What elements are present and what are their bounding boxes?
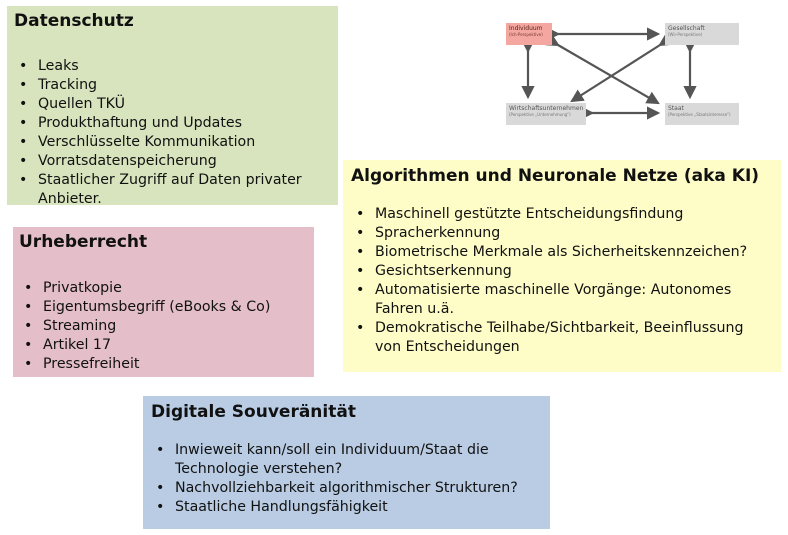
node-label: Wirtschaftsunternehmen (509, 105, 584, 112)
list-item: Biometrische Merkmale als Sicherheitsken… (351, 243, 773, 262)
urheberrecht-box: Urheberrecht Privatkopie Eigentumsbegrif… (13, 227, 314, 377)
list-item: Gesichtserkennung (351, 262, 773, 281)
list-item: Leaks (14, 57, 330, 76)
ki-list: Maschinell gestützte Entscheidungsfindun… (351, 205, 773, 357)
node-wirtschaftsunternehmen: Wirtschaftsunternehmen (Perspektive „Unt… (506, 103, 586, 125)
stakeholder-diagram: Individuum (Ich-Perspektive) Gesellschaf… (500, 15, 745, 127)
node-label: Staat (668, 105, 684, 112)
node-gesellschaft: Gesellschaft (Wir-Perspektive) (665, 23, 739, 45)
list-item: Automatisierte maschinelle Vorgänge: Aut… (351, 281, 773, 319)
list-item: Quellen TKÜ (14, 95, 330, 114)
arrow-gesellschaft-wirtschaft (570, 33, 673, 103)
node-sublabel: (Wir-Perspektive) (668, 32, 703, 37)
list-item: Verschlüsselte Kommunikation (14, 133, 330, 152)
arrow-individuum-staat (545, 33, 660, 105)
datenschutz-title: Datenschutz (14, 11, 134, 31)
list-item: Staatlicher Zugriff auf Daten privater A… (14, 171, 330, 209)
list-item: Produkthaftung und Updates (14, 114, 330, 133)
node-sublabel: (Perspektive „Staatsinteresse") (668, 112, 731, 117)
ki-box: Algorithmen und Neuronale Netze (aka KI)… (343, 160, 781, 372)
node-staat: Staat (Perspektive „Staatsinteresse") (665, 103, 739, 125)
node-individuum: Individuum (Ich-Perspektive) (506, 23, 552, 45)
ki-title: Algorithmen und Neuronale Netze (aka KI) (351, 166, 760, 186)
list-item: Inwieweit kann/soll ein Individuum/Staat… (151, 441, 542, 479)
node-sublabel: (Ich-Perspektive) (509, 32, 543, 37)
list-item: Nachvollziehbarkeit algorithmischer Stru… (151, 479, 542, 498)
list-item: Eigentumsbegriff (eBooks & Co) (19, 298, 306, 317)
diagram-arrows (521, 27, 697, 120)
node-label: Individuum (509, 25, 543, 32)
list-item: Privatkopie (19, 279, 306, 298)
list-item: Vorratsdatenspeicherung (14, 152, 330, 171)
node-sublabel: (Perspektive „Unternehmung") (509, 112, 571, 117)
souveraenitaet-list: Inwieweit kann/soll ein Individuum/Staat… (151, 441, 542, 517)
souveraenitaet-box: Digitale Souveränität Inwieweit kann/sol… (143, 396, 550, 529)
list-item: Spracherkennung (351, 224, 773, 243)
list-item: Staatliche Handlungsfähigkeit (151, 498, 542, 517)
list-item: Artikel 17 (19, 336, 306, 355)
urheberrecht-list: Privatkopie Eigentumsbegriff (eBooks & C… (19, 279, 306, 374)
list-item: Pressefreiheit (19, 355, 306, 374)
datenschutz-list: Leaks Tracking Quellen TKÜ Produkthaftun… (14, 57, 330, 209)
list-item: Maschinell gestützte Entscheidungsfindun… (351, 205, 773, 224)
datenschutz-box: Datenschutz Leaks Tracking Quellen TKÜ P… (7, 6, 338, 207)
souveraenitaet-title: Digitale Souveränität (151, 402, 356, 422)
node-label: Gesellschaft (668, 25, 705, 32)
list-item: Tracking (14, 76, 330, 95)
list-item: Streaming (19, 317, 306, 336)
list-item: Demokratische Teilhabe/Sichtbarkeit, Bee… (351, 319, 773, 357)
urheberrecht-title: Urheberrecht (19, 232, 148, 252)
